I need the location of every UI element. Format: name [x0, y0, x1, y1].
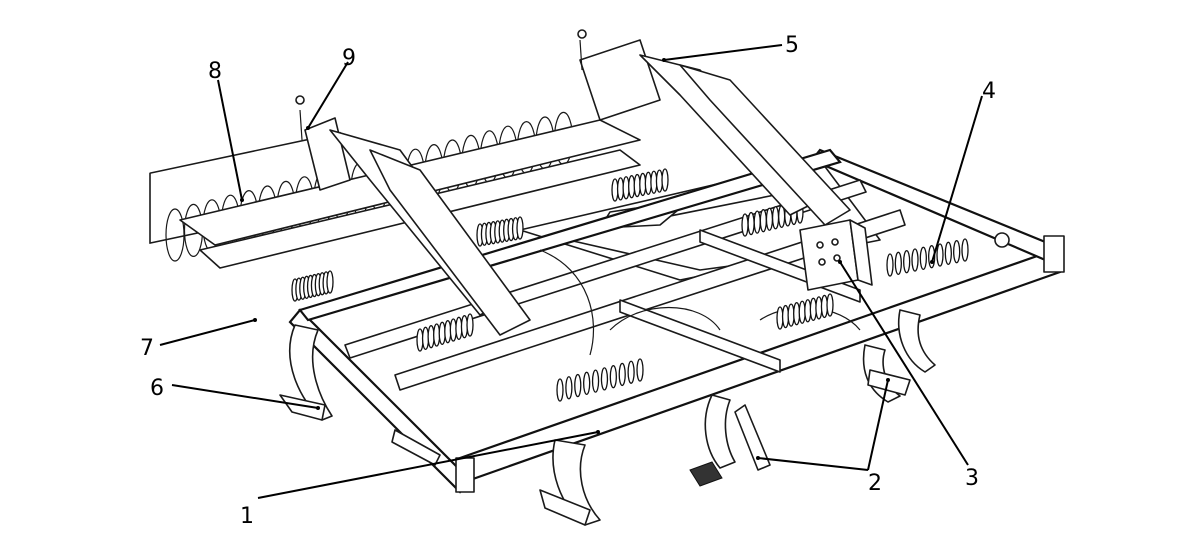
- callout-9: 9: [342, 46, 356, 71]
- leader-lines: [159, 44, 983, 499]
- leader-1: [257, 431, 599, 499]
- callout-4: 4: [982, 79, 996, 104]
- leader-8: [217, 79, 243, 201]
- main-frame: [288, 148, 1065, 494]
- leader-2b: [867, 379, 889, 471]
- spring: [776, 293, 834, 330]
- callout-7: 7: [140, 336, 154, 361]
- callout-1: 1: [240, 504, 254, 529]
- tines: [279, 309, 936, 526]
- callout-5: 5: [785, 33, 799, 58]
- roller-coil: [165, 208, 185, 262]
- leader-3: [839, 261, 969, 466]
- leader-9: [307, 61, 349, 129]
- spring: [611, 168, 669, 202]
- callout-2: 2: [868, 471, 882, 496]
- callout-3: 3: [965, 466, 979, 491]
- spring: [291, 270, 334, 302]
- springs: [291, 168, 969, 402]
- spring: [416, 313, 474, 352]
- hitch-right: [577, 29, 851, 226]
- leader-7: [159, 319, 256, 346]
- hitch-left: [295, 95, 531, 336]
- spring: [476, 216, 524, 247]
- callout-6: 6: [150, 376, 164, 401]
- bracket-plate: [799, 219, 873, 291]
- callout-labels: 1 2 3 4 5 6 7 8 9: [140, 33, 996, 529]
- spring: [886, 238, 969, 277]
- leader-6: [171, 384, 319, 409]
- spring: [556, 358, 644, 402]
- leader-5: [663, 44, 783, 61]
- leader-4: [931, 95, 983, 263]
- leader-2a: [757, 457, 869, 471]
- callout-8: 8: [208, 59, 222, 84]
